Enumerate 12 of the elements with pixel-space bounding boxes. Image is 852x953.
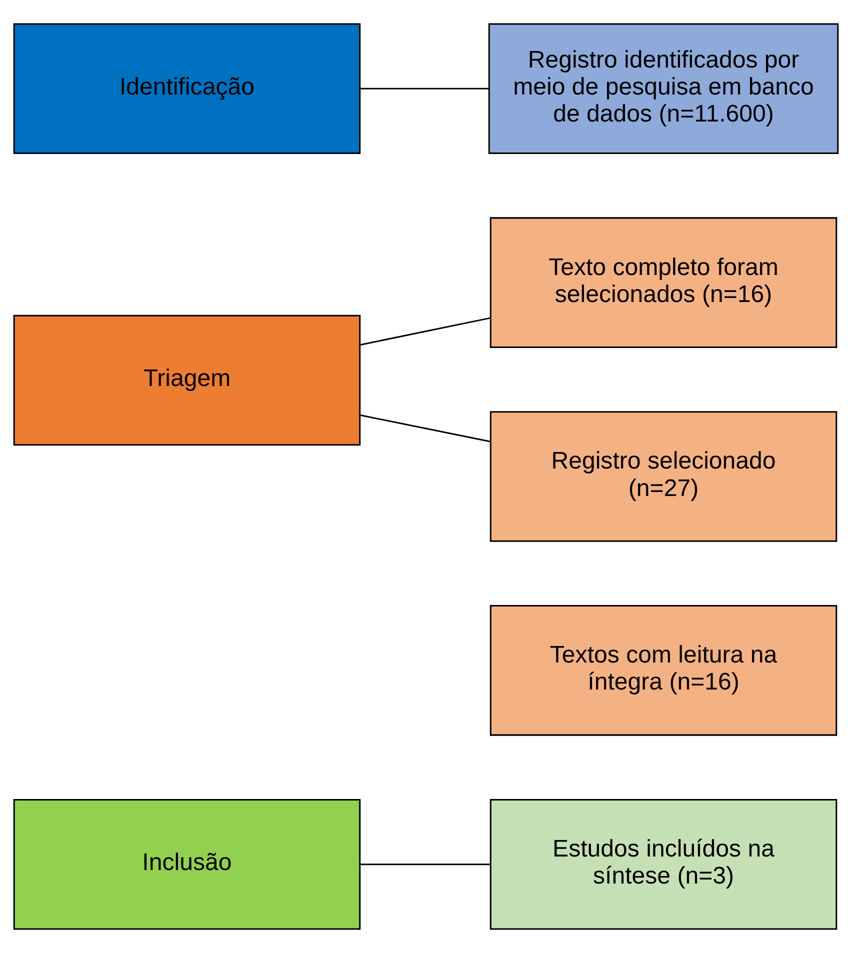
node-box: Inclusão <box>13 798 361 930</box>
node-box: Registro identificados por meio de pesquisa em banco de dados (n=11.600) <box>488 23 839 154</box>
connector <box>360 88 489 90</box>
connector <box>360 317 491 346</box>
node-box: Texto completo foram selecionados (n=16) <box>490 217 838 348</box>
node-box: Triagem <box>13 314 361 446</box>
node-box: Registro selecionado (n=27) <box>490 411 838 542</box>
node-box: Estudos incluídos na síntese (n=3) <box>490 798 838 930</box>
connector <box>360 414 491 442</box>
connector <box>360 864 491 866</box>
node-box: Identificação <box>13 23 361 154</box>
node-box: Textos com leitura na íntegra (n=16) <box>490 605 838 736</box>
